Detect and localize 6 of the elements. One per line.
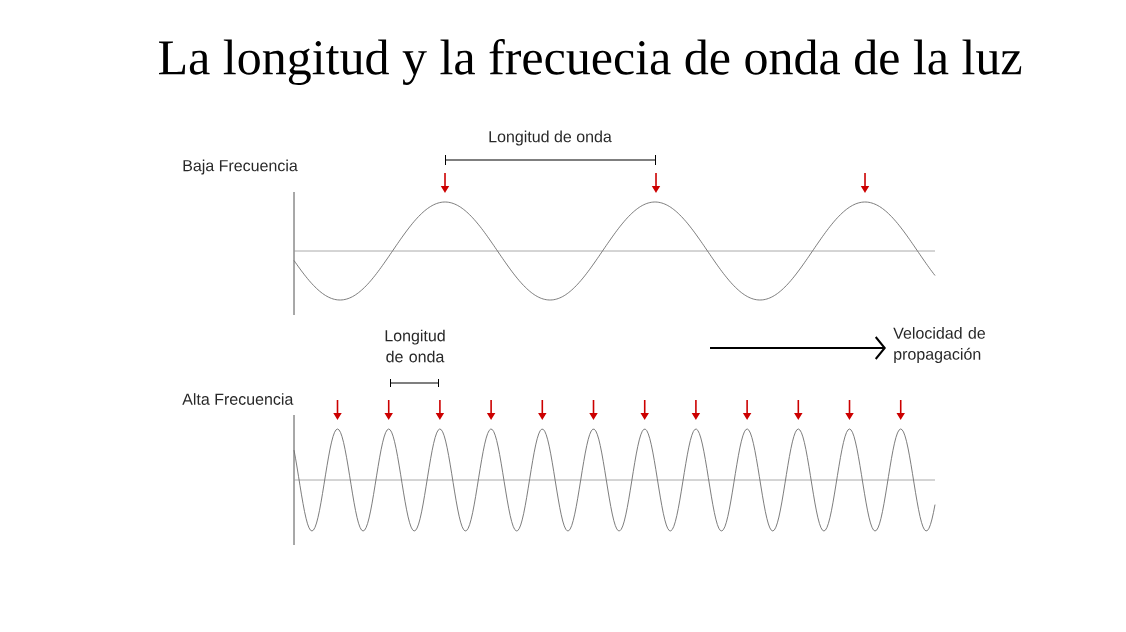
dimension-label: Longitud de onda xyxy=(385,329,445,363)
title: La longitud y la frecuecia de onda de la luz xyxy=(159,39,1022,85)
arrow-label: Velocidad de propagación xyxy=(893,327,985,363)
row-label: Alta Frecuencia xyxy=(182,393,294,405)
dimension-label: Longitud de onda xyxy=(489,130,612,146)
row-label: Baja Frecuencia xyxy=(183,159,298,175)
